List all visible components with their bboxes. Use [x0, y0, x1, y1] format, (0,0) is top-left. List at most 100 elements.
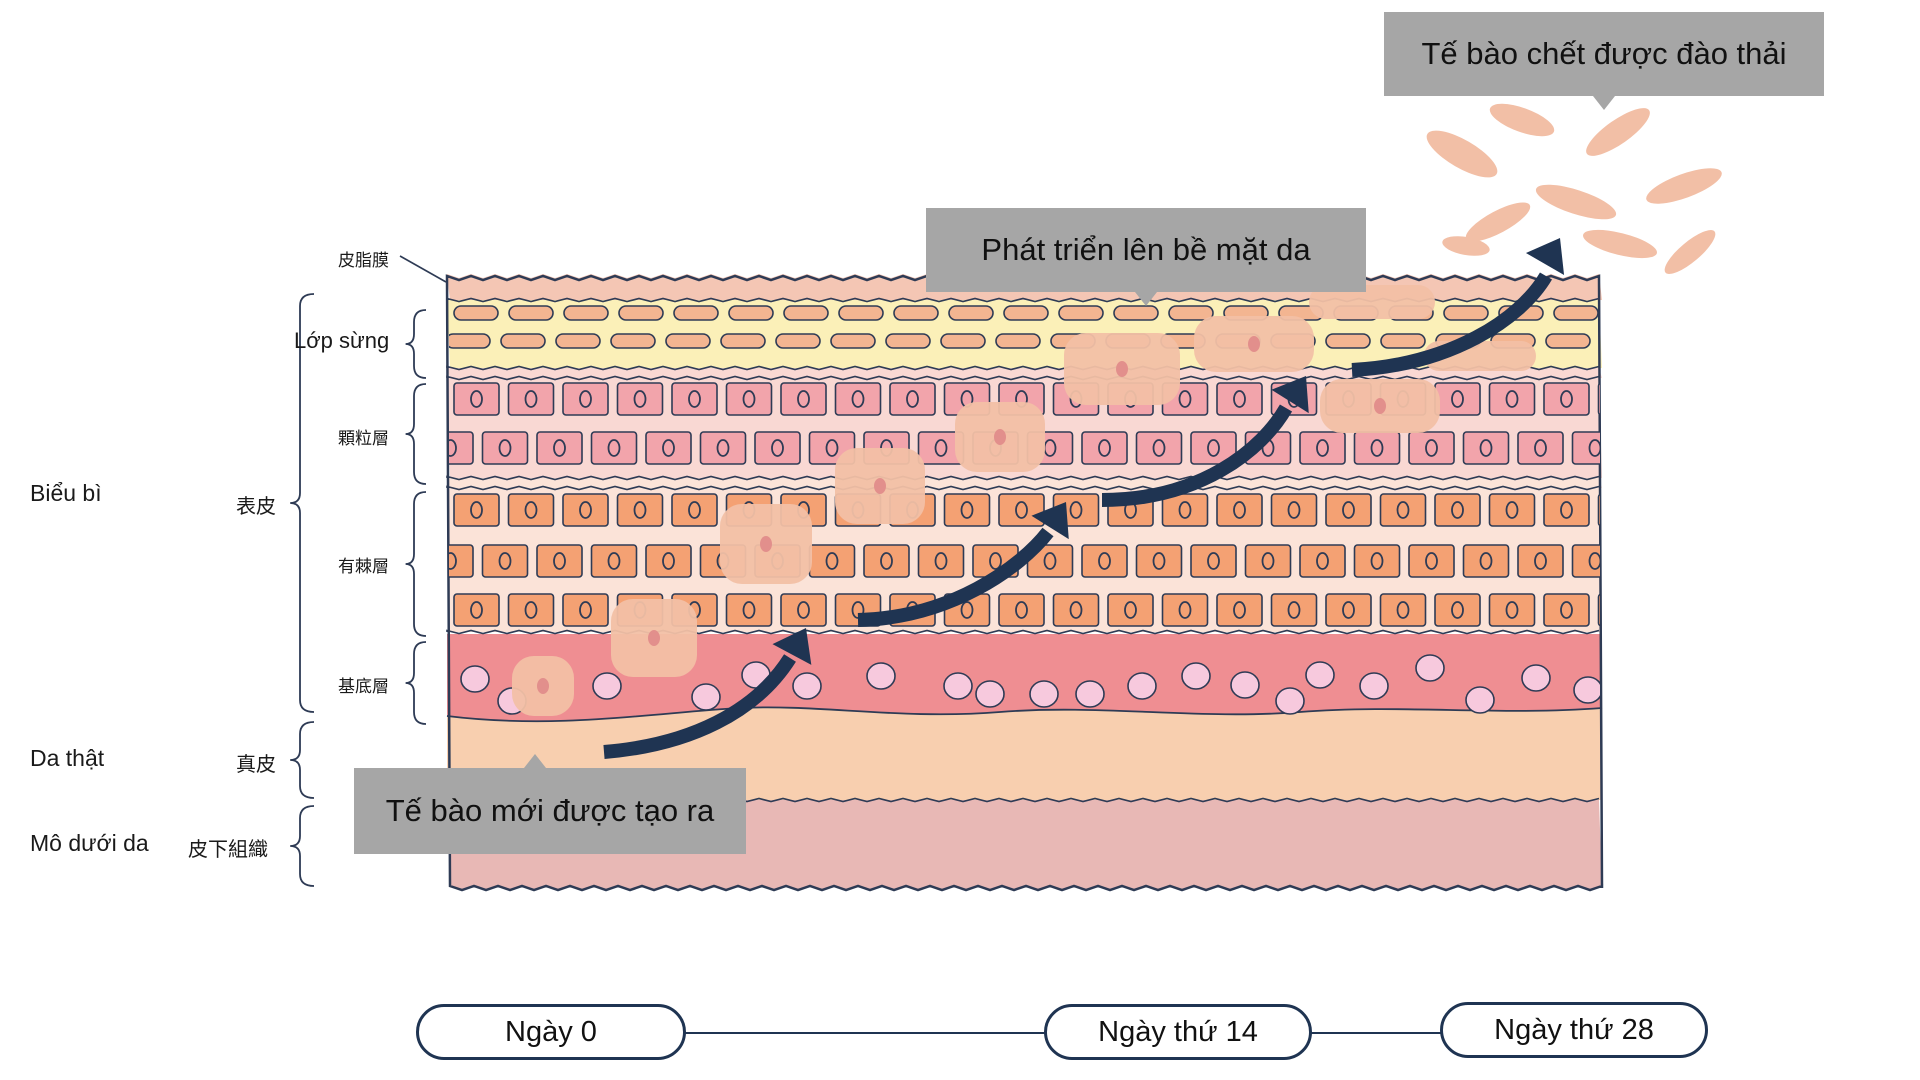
- granular-cell-nucleus: [1316, 439, 1329, 457]
- basal-cell: [1275, 687, 1305, 715]
- spinous-cell: [863, 544, 910, 578]
- spinous-cell-nucleus: [989, 552, 1002, 570]
- spinous-cell-nucleus: [1479, 552, 1493, 570]
- corneum-cell: [720, 333, 766, 349]
- corneum-granular-gap: [447, 368, 1602, 378]
- layer-brace: [405, 491, 427, 637]
- granular-cell-nucleus: [579, 390, 592, 408]
- spinous-cell-nucleus: [579, 501, 592, 519]
- migrating-cell-nucleus: [537, 678, 549, 694]
- spinous-cell: [917, 544, 965, 578]
- spinous-cell: [1462, 544, 1510, 578]
- spinous-cell-nucleus: [449, 552, 457, 570]
- spinous-cell-nucleus: [470, 501, 483, 519]
- spinous-cell-nucleus: [934, 552, 948, 570]
- spinous-cell-nucleus: [1015, 501, 1028, 519]
- spinous-cell: [616, 493, 664, 527]
- basal-cell: [1127, 672, 1157, 700]
- granular-cell-nucleus: [1451, 390, 1464, 408]
- granular-cell-nucleus: [449, 439, 457, 457]
- spinous-cell-nucleus: [1342, 501, 1355, 519]
- granular-cell: [1353, 431, 1401, 465]
- spinous-cell: [1353, 544, 1401, 578]
- migrating-cell-nucleus: [1116, 361, 1128, 377]
- label-spinous: 有棘層: [338, 557, 389, 577]
- migration-arrow-head: [1525, 238, 1565, 275]
- granular-cell-nucleus: [1152, 439, 1166, 457]
- corneum-cell: [453, 305, 499, 321]
- basal-cell: [1359, 672, 1389, 700]
- spinous-cell-nucleus: [1342, 601, 1355, 619]
- spinous-cell: [780, 593, 827, 627]
- layer-separator: [446, 375, 1600, 381]
- layer-brace: [290, 293, 315, 713]
- basal-layer: [447, 634, 1602, 722]
- granular-cell: [1216, 382, 1263, 416]
- spinous-cell-nucleus: [633, 501, 647, 519]
- migrating-cells: [512, 285, 1536, 716]
- granular-cell: [699, 431, 747, 465]
- spinous-cell-nucleus: [1451, 501, 1464, 519]
- corneum-cell: [508, 305, 554, 321]
- dead-cell-flake: [1442, 236, 1490, 256]
- spinous-cell-nucleus: [1505, 501, 1519, 519]
- spinous-cell: [1543, 493, 1590, 527]
- corneum-cell: [673, 305, 719, 321]
- spinous-cell-nucleus: [607, 552, 621, 570]
- spinous-cell: [1571, 544, 1600, 578]
- corneum-cell: [1325, 333, 1371, 349]
- basal-cell: [943, 672, 973, 700]
- spinous-cell: [449, 544, 474, 578]
- granular-cell-nucleus: [1233, 390, 1246, 408]
- dead-cell-flake: [1664, 230, 1716, 274]
- granular-cell: [507, 382, 555, 416]
- basal-cell: [1521, 664, 1551, 692]
- corneum-cell: [555, 333, 601, 349]
- basal-cell: [1465, 686, 1495, 714]
- spinous-cell: [943, 493, 991, 527]
- migrating-cell-nucleus: [1248, 336, 1260, 352]
- spinous-cell-nucleus: [1178, 501, 1192, 519]
- spinous-cell-nucleus: [470, 601, 483, 619]
- corneum-cell: [1168, 305, 1214, 321]
- granular-cell: [1597, 382, 1600, 416]
- basal-cell: [1230, 671, 1260, 699]
- migrating-cell: [1309, 285, 1435, 319]
- spinous-cell: [645, 544, 692, 578]
- sebum-pointer: [399, 255, 447, 283]
- spinous-cell: [998, 493, 1045, 527]
- spinous-cell-nucleus: [688, 501, 701, 519]
- spinous-cell: [998, 593, 1045, 627]
- granular-cell: [834, 382, 882, 416]
- dead-cell-flake: [1586, 108, 1650, 156]
- spinous-cell: [1270, 593, 1318, 627]
- spinous-cell-nucleus: [1396, 601, 1410, 619]
- spinous-cell-nucleus: [662, 552, 675, 570]
- granular-cell-nucleus: [1425, 439, 1438, 457]
- corneum-cell: [449, 333, 491, 349]
- granular-cell: [780, 382, 827, 416]
- timeline-day-28: Ngày thứ 28: [1440, 1002, 1708, 1058]
- granular-cell: [453, 382, 500, 416]
- spinous-cell: [1597, 493, 1600, 527]
- granular-cell: [1462, 431, 1510, 465]
- spinous-cell: [1543, 593, 1590, 627]
- granular-cell-nucleus: [1534, 439, 1547, 457]
- basal-cell: [1305, 661, 1335, 689]
- spinous-cell: [1216, 593, 1263, 627]
- spinous-cell-nucleus: [1015, 601, 1028, 619]
- migration-arrow: [603, 654, 796, 759]
- granular-cell-nucleus: [906, 390, 919, 408]
- granular-cell-nucleus: [1178, 390, 1192, 408]
- corneum-cell: [563, 305, 609, 321]
- corneum-cell: [1545, 333, 1591, 349]
- spinous-cell-nucleus: [579, 601, 592, 619]
- layer-braces: [290, 255, 447, 887]
- migration-arrow: [1351, 272, 1553, 377]
- spinous-cell-nucleus: [1043, 552, 1057, 570]
- spinous-cell-nucleus: [960, 601, 974, 619]
- granular-cell: [1571, 431, 1600, 465]
- granular-cell-nucleus: [1616, 391, 1627, 407]
- granular-spinous-gap: [447, 478, 1602, 488]
- granular-cell-nucleus: [851, 390, 865, 408]
